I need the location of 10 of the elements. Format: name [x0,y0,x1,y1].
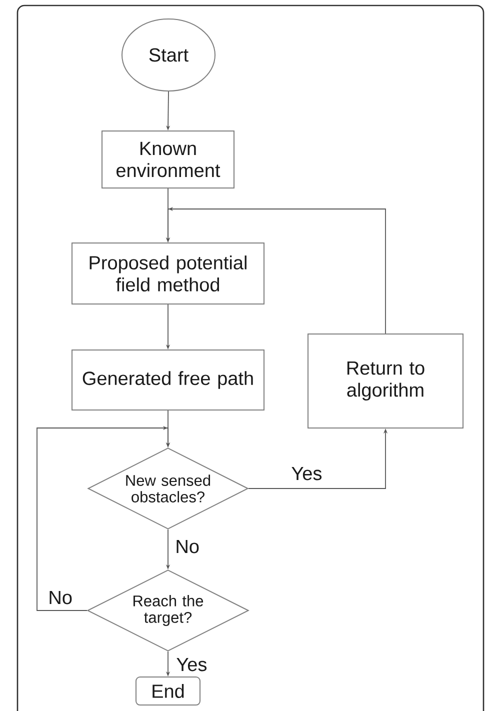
edge-label: No [174,538,200,554]
process-box: Proposed potential field method [72,242,264,304]
terminal-box: End [136,676,200,706]
edge-label: No [47,590,74,606]
arrow [36,426,170,611]
edge-label: Yes [175,656,208,672]
edge-label: Yes [290,466,324,482]
process-box: Known environment [102,130,234,188]
process-box: Return to algorithm [308,334,464,428]
process-box: Generated free path [72,350,264,410]
